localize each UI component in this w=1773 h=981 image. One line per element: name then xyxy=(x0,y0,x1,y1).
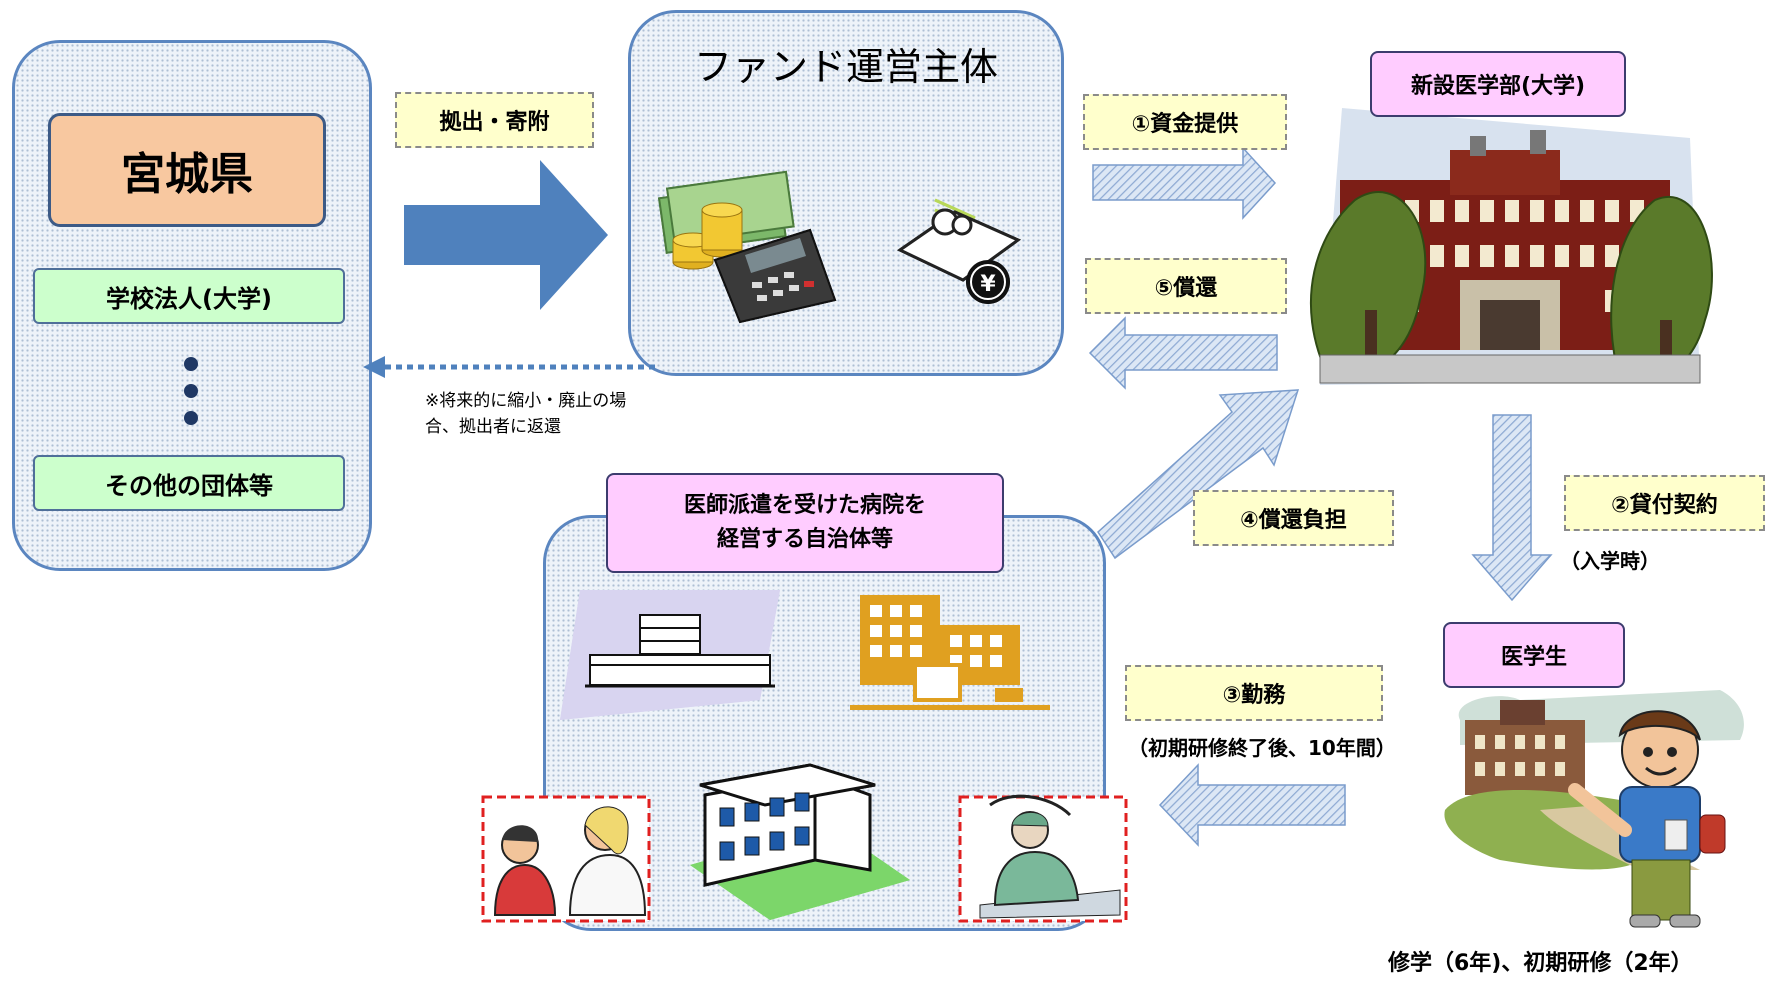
school-corp-label: 学校法人(大学) xyxy=(106,284,272,313)
capital-provision-arrow xyxy=(1092,146,1277,220)
prefecture-box: 宮城県 xyxy=(48,113,326,227)
loan-contract-label: ②貸付契約 xyxy=(1564,475,1765,531)
ellipsis-dot xyxy=(184,384,198,398)
school-corp-box: 学校法人(大学) xyxy=(33,268,345,324)
future-note: ※将来的に縮小・廃止の場 合、拠出者に返還 xyxy=(425,391,627,437)
office-building-icon xyxy=(850,595,1050,710)
student-title: 医学生 xyxy=(1500,645,1567,670)
repayment-label: ⑤償還 xyxy=(1085,258,1287,314)
fund-title: ファンド運営主体 xyxy=(693,45,998,89)
prefecture-label: 宮城県 xyxy=(121,149,253,200)
medical-student-icon xyxy=(1444,690,1744,928)
repayment-arrow xyxy=(1088,316,1278,390)
service-label: ③勤務 xyxy=(1125,665,1383,721)
return-arrow-head xyxy=(363,356,385,378)
surgery-icon xyxy=(958,794,1128,923)
ellipsis-dot xyxy=(184,411,198,425)
repayment-burden-arrow xyxy=(1097,389,1300,560)
ellipsis-dot xyxy=(184,357,198,371)
money-calculator-icon xyxy=(657,170,837,324)
service-note: （初期研修終了後、10年間） xyxy=(1128,736,1396,760)
university-title-box: 新設医学部(大学) xyxy=(1370,51,1626,117)
loan-contract-note: （入学時） xyxy=(1560,549,1660,573)
hospitals-title: 医師派遣を受けた病院を 経営する自治体等 xyxy=(683,493,926,552)
yen-bill-icon: ¥ xyxy=(897,198,1021,304)
student-title-box: 医学生 xyxy=(1443,622,1625,688)
doctor-patient-icon xyxy=(481,795,651,923)
capital-provision-label: ①資金提供 xyxy=(1083,94,1287,150)
university-building-icon xyxy=(1309,108,1713,385)
university-title: 新設医学部(大学) xyxy=(1410,74,1586,99)
others-box: その他の団体等 xyxy=(33,455,345,511)
loan-contract-arrow xyxy=(1471,414,1553,602)
hospitals-title-box: 医師派遣を受けた病院を 経営する自治体等 xyxy=(606,473,1004,573)
others-label: その他の団体等 xyxy=(105,471,273,500)
hospital-icon xyxy=(560,590,780,720)
service-arrow xyxy=(1158,763,1346,847)
svg-text:¥: ¥ xyxy=(980,272,996,297)
contribution-label: 拠出・寄附 xyxy=(395,92,594,148)
repayment-burden-label: ④償還負担 xyxy=(1193,490,1394,546)
clinic-icon xyxy=(690,763,910,920)
contribution-arrow xyxy=(404,160,608,310)
study-period: 修学（6年)、初期研修（2年） xyxy=(1388,951,1693,976)
